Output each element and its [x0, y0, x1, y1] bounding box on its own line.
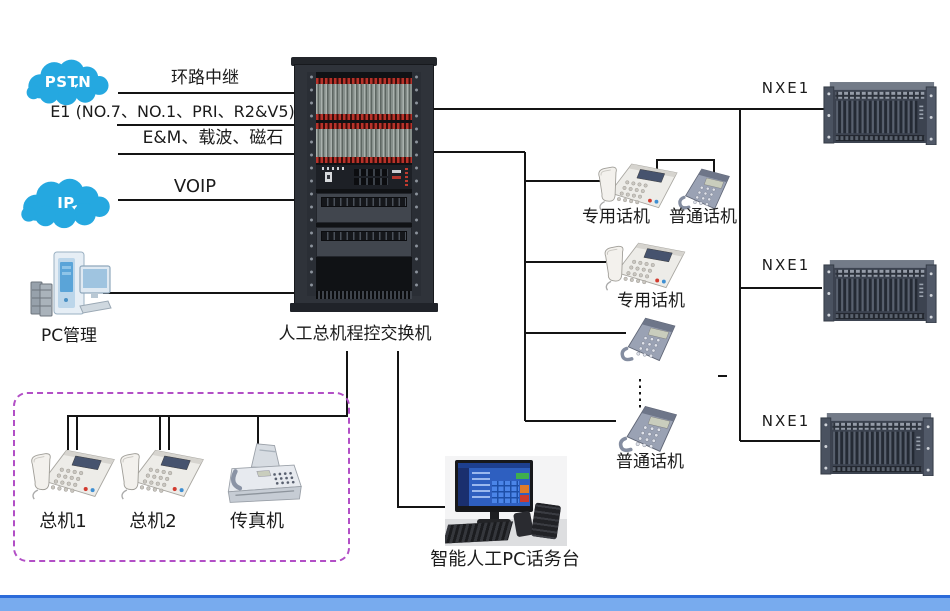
ip-cloud: IP — [16, 176, 116, 230]
fax-label: 传真机 — [230, 511, 284, 532]
em-trunk-label: E&M、载波、磁石 — [142, 128, 284, 148]
console-monitor — [455, 460, 533, 512]
operator-phone-icon — [114, 444, 206, 501]
ordinary-phone-label: 普通话机 — [616, 452, 684, 472]
card-shelf-1 — [316, 78, 412, 120]
rack-control-unit — [316, 165, 412, 189]
switch-rack-icon — [290, 57, 438, 312]
dedicated-phone-label: 专用话机 — [617, 291, 685, 311]
voip-trunk-label: VOIP — [173, 176, 217, 197]
card-shelf-2 — [316, 123, 412, 163]
rack-plinth — [290, 303, 438, 312]
ordinary-phone-icon — [614, 402, 684, 455]
nxe1-chassis-icon — [817, 413, 937, 476]
ordinary-phone-icon — [674, 165, 736, 212]
rack-rail-left — [307, 72, 316, 296]
extension-bus-lines — [66, 351, 449, 509]
rack-blank-panel-1 — [316, 193, 412, 223]
nxe1-label: NXE1 — [761, 256, 811, 274]
dedicated-phone-pair-label: 专用话机 — [582, 207, 650, 227]
nxe1-label: NXE1 — [761, 79, 811, 97]
console-phone — [530, 502, 562, 540]
operator2-label: 总机2 — [129, 511, 177, 532]
nxe1-chassis-icon — [820, 82, 940, 145]
footer-accent-bar — [0, 595, 950, 611]
ip-cloud-label: IP — [57, 194, 75, 212]
nxe1-chassis-icon — [820, 260, 940, 323]
ordinary-phone-icon — [616, 314, 682, 364]
e1-trunk-label: E1 (NO.7、NO.1、PRI、R2&V5) — [50, 102, 295, 121]
pstn-cloud: PSTN — [17, 57, 119, 107]
operator-phone-icon — [25, 444, 117, 501]
phone-branch-lines — [431, 150, 716, 423]
ordinary-phone-pair-label: 普通话机 — [669, 207, 737, 227]
console-label: 智能人工PC话务台 — [430, 549, 580, 570]
console-keyboard — [445, 521, 514, 544]
fax-machine-icon — [220, 442, 306, 506]
extension-group-box — [13, 392, 350, 562]
pc-management-label: PC管理 — [40, 326, 98, 346]
nxe1-bus-lines — [431, 107, 824, 443]
operator-console-icon — [445, 456, 567, 546]
rack-base-vent — [316, 291, 412, 299]
rack-top-cap — [291, 57, 437, 66]
dedicated-phone-icon — [598, 237, 688, 292]
nxe1-label: NXE1 — [761, 412, 811, 430]
loop-trunk-label: 环路中继 — [171, 68, 239, 88]
pstn-cloud-label: PSTN — [44, 73, 92, 91]
pc-computer-icon — [28, 250, 112, 320]
rack-rail-right — [412, 72, 421, 296]
trunk-lines — [103, 91, 305, 295]
dedicated-phone-icon — [592, 158, 680, 212]
rack-blank-panel-2 — [316, 227, 412, 257]
switch-label: 人工总机程控交换机 — [278, 324, 432, 344]
operator1-label: 总机1 — [39, 511, 87, 532]
